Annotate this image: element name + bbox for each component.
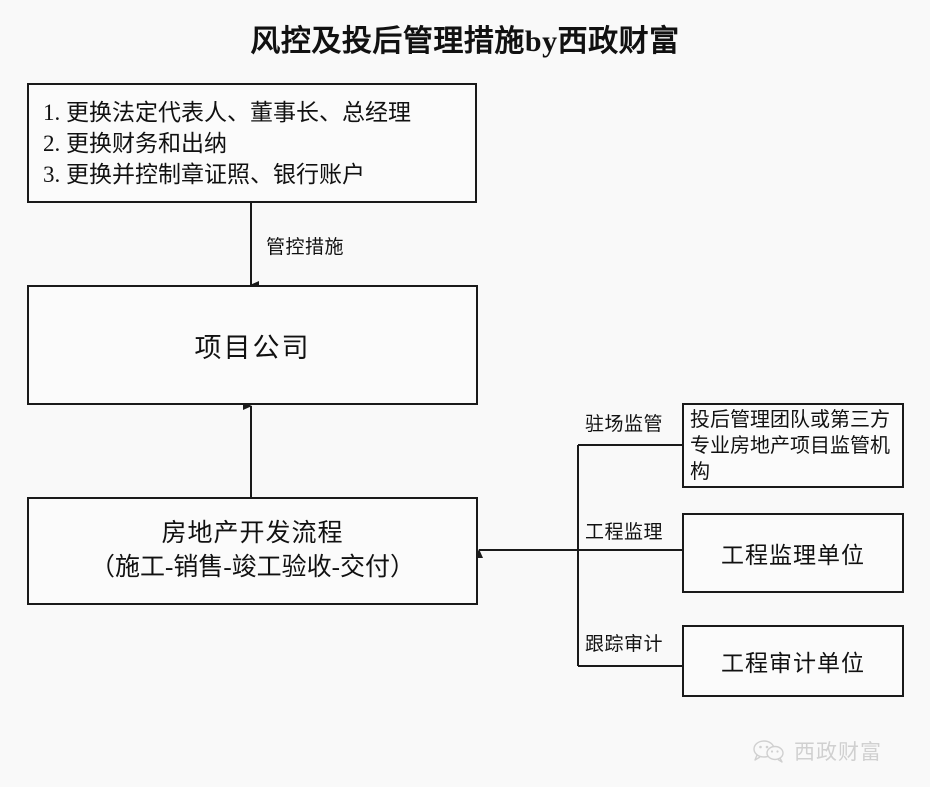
watermark-text: 西政财富 (794, 741, 882, 764)
engineering-supervisor-box: 工程监理单位 (682, 513, 904, 593)
watermark: 西政财富 (752, 736, 882, 766)
control-measure-item-2: 2. 更换财务和出纳 (43, 130, 227, 156)
project-company-label: 项目公司 (194, 332, 311, 363)
supervision-team-label: 投后管理团队或第三方专业房地产项目监管机构 (690, 408, 890, 483)
engineering-audit-box: 工程审计单位 (682, 625, 904, 697)
control-measure-item-1: 1. 更换法定代表人、董事长、总经理 (43, 99, 411, 125)
connector-label-onsite-supervision: 驻场监管 (585, 414, 664, 435)
page-title: 风控及投后管理措施by西政财富 (250, 25, 680, 58)
supervision-team-box: 投后管理团队或第三方专业房地产项目监管机构 (682, 403, 904, 488)
connector-label-control-measures: 管控措施 (266, 237, 345, 258)
wechat-icon (752, 739, 786, 763)
project-company-box: 项目公司 (27, 285, 478, 405)
development-process-title: 房地产开发流程 (161, 520, 344, 547)
control-measures-box: 1. 更换法定代表人、董事长、总经理 2. 更换财务和出纳 3. 更换并控制章证… (27, 83, 477, 203)
control-measure-item-3: 3. 更换并控制章证照、银行账户 (43, 161, 365, 187)
engineering-supervisor-label: 工程监理单位 (721, 543, 865, 568)
development-process-box: 房地产开发流程 （施工-销售-竣工验收-交付） (27, 497, 478, 605)
connector-label-tracking-audit: 跟踪审计 (585, 634, 664, 655)
engineering-audit-label: 工程审计单位 (721, 651, 865, 676)
connector-label-engineering-supervision: 工程监理 (585, 522, 664, 543)
development-process-stages: （施工-销售-竣工验收-交付） (90, 554, 415, 581)
